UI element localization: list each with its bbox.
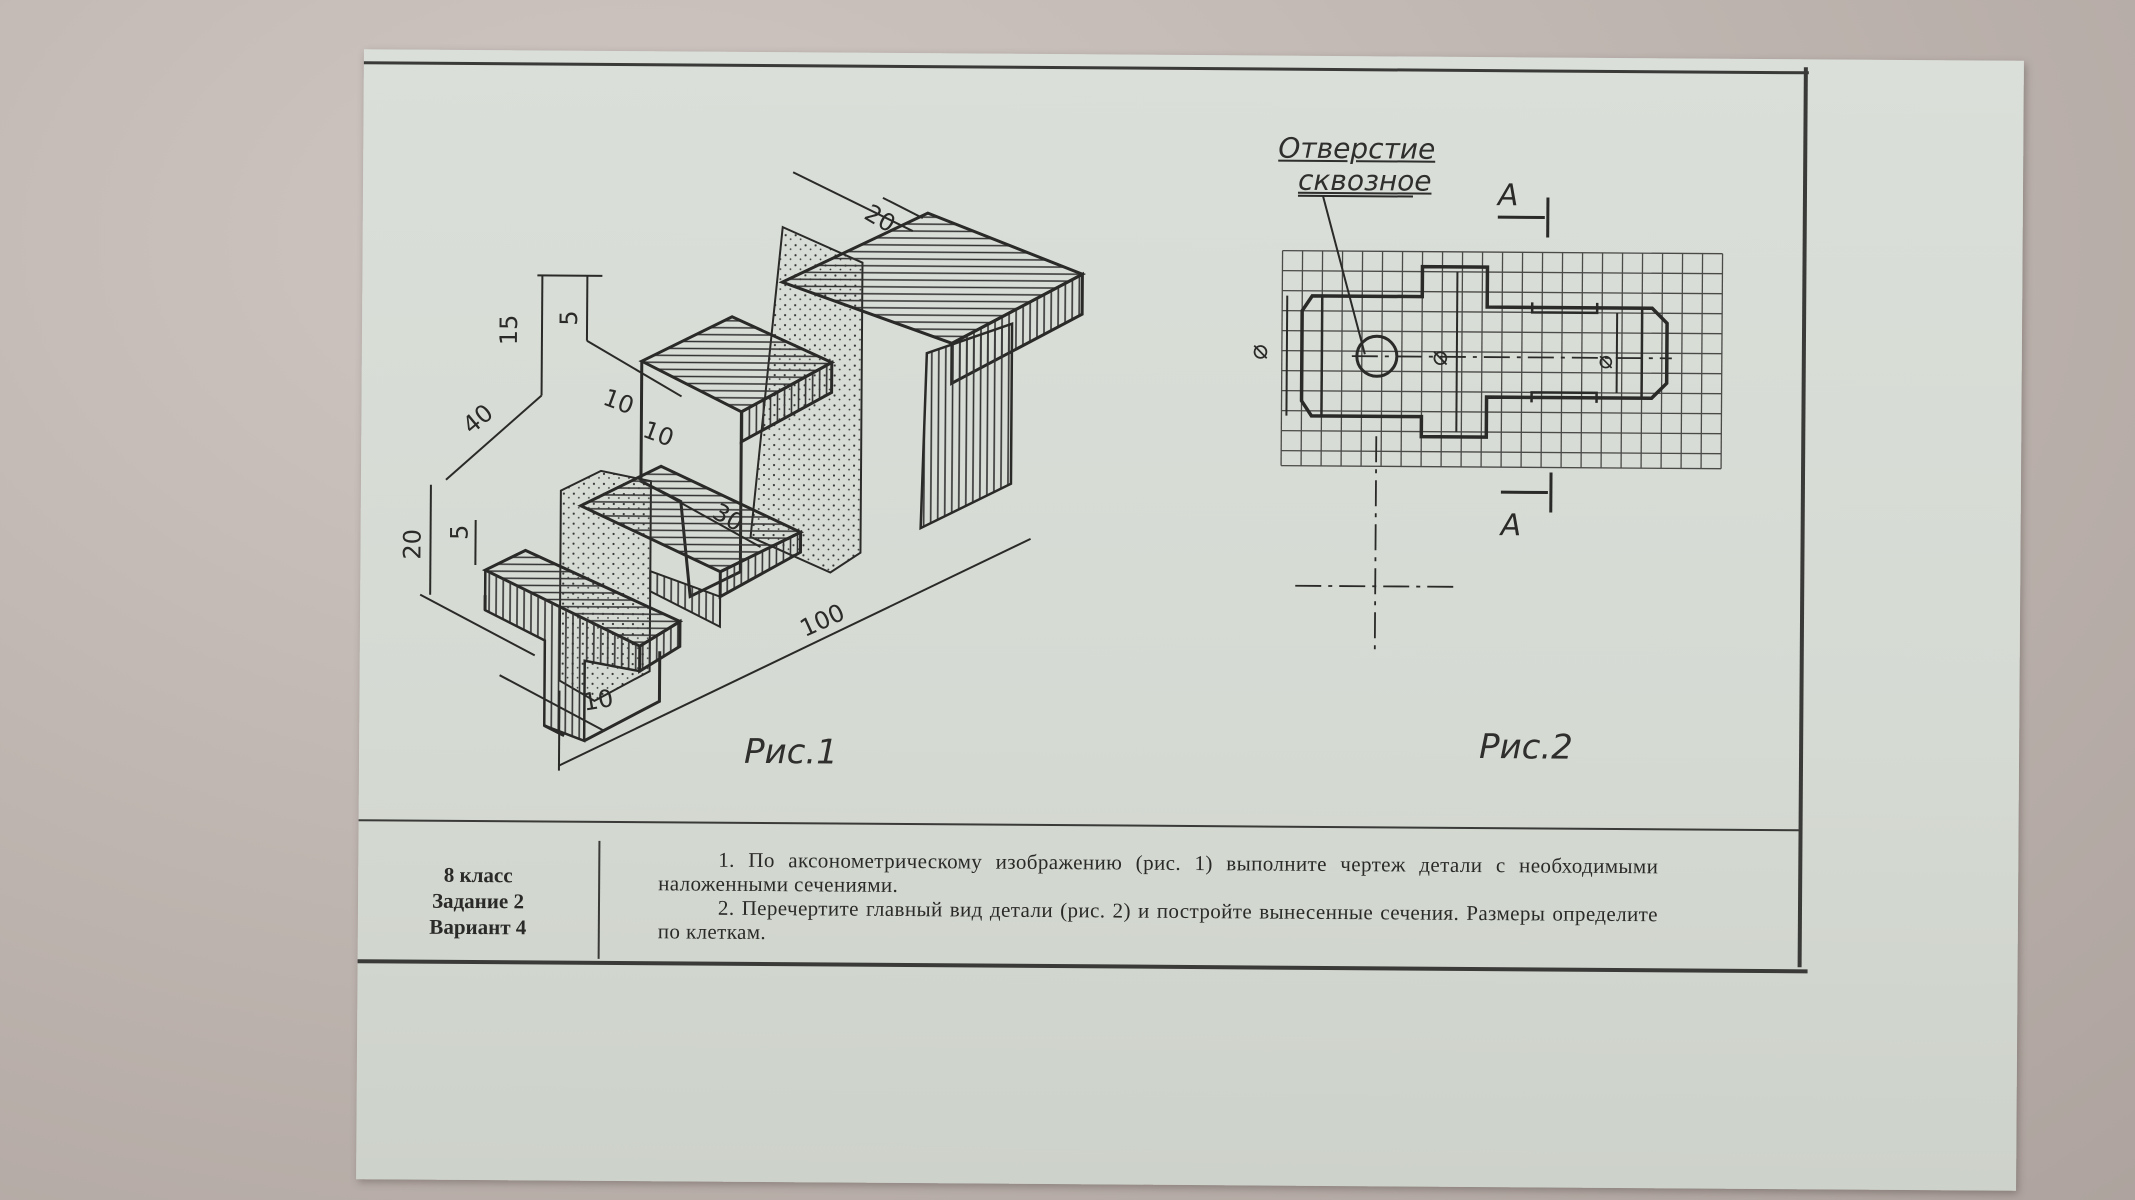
assignment-id-block: 8 класс Задание 2 Вариант 4: [378, 861, 579, 940]
figure2-caption: Рис.2: [1478, 727, 1573, 768]
section-label-bottom: А: [1499, 508, 1522, 543]
fig1-dimension-lines: [419, 171, 1031, 771]
task-label: Задание 2: [431, 888, 525, 914]
title-block-divider: [597, 840, 601, 959]
through-hole-note-line2: сквозное: [1297, 163, 1432, 198]
section-label-top: А: [1496, 178, 1519, 213]
dim-text-20-left: 20: [398, 529, 426, 560]
upper-block-front: [739, 359, 834, 445]
through-hole-note-line1: Отверстие: [1278, 131, 1436, 166]
assignment-item-2: 2. Перечертите главный вид детали (рис. …: [657, 895, 1659, 945]
middle-bar-lower: [649, 569, 722, 629]
frame-bottom-line: [357, 959, 1808, 974]
figure1-axonometric: [419, 171, 1086, 771]
assignment-text-block: 1. По аксонометрическому изображению (ри…: [658, 847, 1659, 950]
dim-text-15: 15: [495, 315, 523, 346]
base-outline: [583, 651, 662, 743]
dim-text-40: 40: [457, 399, 498, 440]
dim-text-5-top: 5: [555, 310, 583, 325]
figure2-grid-view: ⌀ ⌀ ⌀ А А: [1244, 178, 1724, 657]
dim-text-10-bottom: 10: [581, 684, 616, 717]
part-outline: [1299, 264, 1669, 439]
assignment-item-1: 1. По аксонометрическому изображению (ри…: [658, 847, 1659, 897]
grade-label: 8 класс: [443, 862, 513, 888]
diameter-symbol-right: ⌀: [1590, 355, 1618, 370]
dim-text-100: 100: [796, 598, 849, 643]
dim-text-10-a: 10: [599, 383, 637, 420]
diameter-symbol-middle: ⌀: [1424, 351, 1454, 367]
fig2-dimension-lines: [1285, 194, 1619, 432]
dim-text-10-b: 10: [639, 416, 677, 453]
section-arrows: [1497, 197, 1553, 513]
back-bar-side: [919, 321, 1014, 531]
figure1-caption: Рис.1: [743, 731, 838, 773]
grid-lines: [1280, 249, 1724, 470]
front-t-face: [483, 570, 642, 743]
diameter-symbol-left: ⌀: [1244, 344, 1274, 360]
variant-label: Вариант 4: [429, 914, 527, 940]
center-lines: [1295, 355, 1672, 657]
middle-bar-front: [718, 529, 803, 600]
dim-text-5-left: 5: [446, 525, 474, 540]
front-t-outline: [483, 595, 565, 737]
drawings-svg: 20 15 5 10 10 40 30 5 20 100 10: [398, 171, 1724, 771]
worksheet-paper: 20 15 5 10 10 40 30 5 20 100 10: [356, 49, 2024, 1191]
